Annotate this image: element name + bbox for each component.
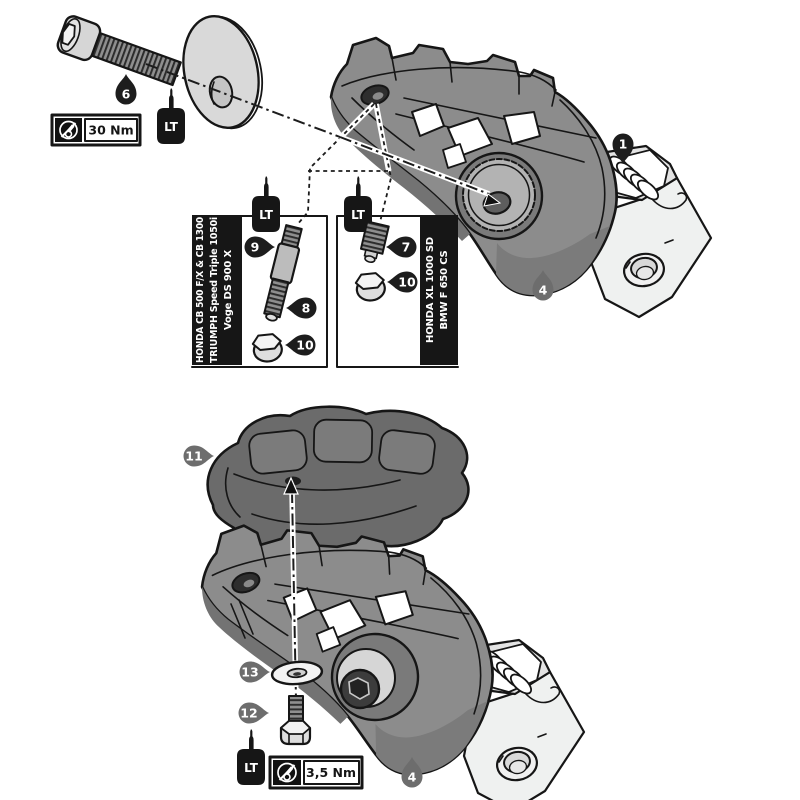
callout-9: 9 [244,236,275,258]
svg-text:LT: LT [244,761,259,775]
hatch-lines [230,599,254,639]
socket-bolt-in-recess [336,648,396,710]
pad-screw [279,695,312,746]
pad-washer [270,660,324,686]
washer-large [182,15,263,130]
panel-right-line-1: HONDA XL 1000 SD [425,237,436,343]
axis-arrowhead-icon [483,193,502,207]
svg-text:11: 11 [185,449,202,464]
torque-value-bottom: 3,5 Nm [306,765,356,780]
callout-4-top: 4 [532,270,554,301]
adapter-stud [263,224,303,322]
threadlocker-bottle-right: LT [344,176,372,232]
grub-screw [359,220,390,264]
knurled-adjuster-disc [462,158,536,232]
callout-8: 8 [286,297,317,319]
svg-text:4: 4 [408,770,417,785]
torque-box-top: 30 Nm [50,113,142,147]
panel-left-line-2: TRIUMPH Speed Triple 1050i [209,217,220,363]
svg-text:9: 9 [251,240,260,255]
footpeg-bottom [197,511,500,787]
hex-nut-left [250,331,285,365]
up-arrowhead-icon [283,476,299,495]
hex-nut-right [353,270,388,304]
svg-text:7: 7 [402,240,411,255]
callout-13: 13 [239,661,270,683]
svg-text:13: 13 [241,665,258,680]
threadlocker-bottle-top: LT [157,88,185,144]
torque-value-top: 30 Nm [88,123,133,138]
compatibility-panel-left: HONDA CB 500 F/X & CB 1300 TRIUMPH Speed… [191,215,328,368]
svg-text:1: 1 [619,137,628,152]
svg-text:4: 4 [539,283,548,298]
callout-12: 12 [238,702,269,724]
hex-socket-icon [348,677,370,700]
guide-lines-top [145,63,502,226]
callout-11: 11 [183,445,214,467]
allen-bolt [56,15,182,87]
panel-left-line-1: HONDA CB 500 F/X & CB 1300 [195,217,206,363]
callout-7: 7 [386,236,417,258]
svg-text:12: 12 [240,706,257,721]
svg-text:10: 10 [296,338,314,353]
callout-1: 1 [612,133,634,164]
svg-text:LT: LT [351,208,366,222]
callout-10-left: 10 [285,334,316,356]
svg-text:8: 8 [302,301,311,316]
panel-right-line-2: BMW F 650 CS [439,250,450,329]
threadlocker-bottle-bottom: LT [237,729,265,785]
torque-box-bottom: 3,5 Nm [268,755,364,790]
svg-text:LT: LT [259,208,274,222]
hex-socket-icon [61,23,76,46]
callout-4-bottom: 4 [401,757,423,788]
svg-text:10: 10 [398,275,416,290]
threadlocker-bottle-left: LT [252,176,280,232]
rubber-pad [206,405,470,558]
panel-left-line-3: Voge DS 900 X [223,250,234,330]
compatibility-panel-right: HONDA XL 1000 SD BMW F 650 CS [336,215,459,368]
callout-10-right: 10 [387,271,418,293]
threadlocker-label: LT [164,120,179,134]
callout-6: 6 [115,74,137,105]
svg-text:6: 6 [122,87,131,102]
